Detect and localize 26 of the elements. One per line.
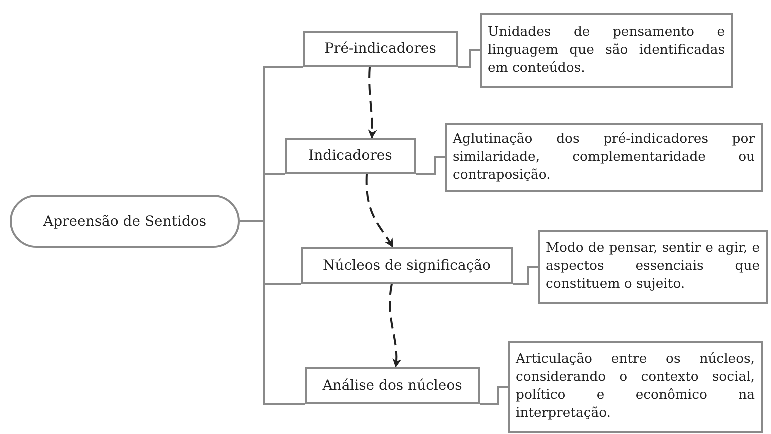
description-text: Articulação entre os núcleos, considerando o contexto social, político e econômico na interpretação. — [516, 351, 755, 423]
connector-line — [480, 386, 508, 405]
node-label: Pré-indicadores — [324, 41, 436, 57]
description-box — [445, 123, 763, 192]
description-box — [508, 341, 763, 433]
node-label: Apreensão de Sentidos — [43, 214, 207, 230]
node-label: Indicadores — [308, 148, 392, 164]
description-box — [480, 13, 733, 88]
description-text: Unidades de pensamento e linguagem que são identificadas em conteúdos. — [488, 24, 725, 78]
description-box — [538, 230, 768, 304]
description-text: Aglutinação dos pré-indicadores por similaridade, complementaridade ou contraposição. — [453, 130, 755, 184]
connector-line — [458, 50, 480, 68]
connector-line — [240, 220, 305, 405]
node-label: Núcleos de significação — [323, 258, 491, 274]
category-box — [301, 247, 513, 284]
category-box — [305, 367, 480, 404]
dashed-arrow — [389, 284, 402, 368]
dashed-arrow — [366, 174, 394, 248]
dashed-arrow — [368, 66, 377, 139]
category-box — [303, 31, 458, 67]
connector-line — [416, 156, 445, 175]
description-text: Modo de pensar, sentir e agir, e aspectos essenciais que constituem o sujeito. — [546, 240, 760, 294]
node-label: Análise dos núcleos — [322, 378, 462, 394]
topic-pill — [10, 195, 240, 248]
connector-line — [513, 266, 538, 285]
category-box — [285, 138, 416, 174]
